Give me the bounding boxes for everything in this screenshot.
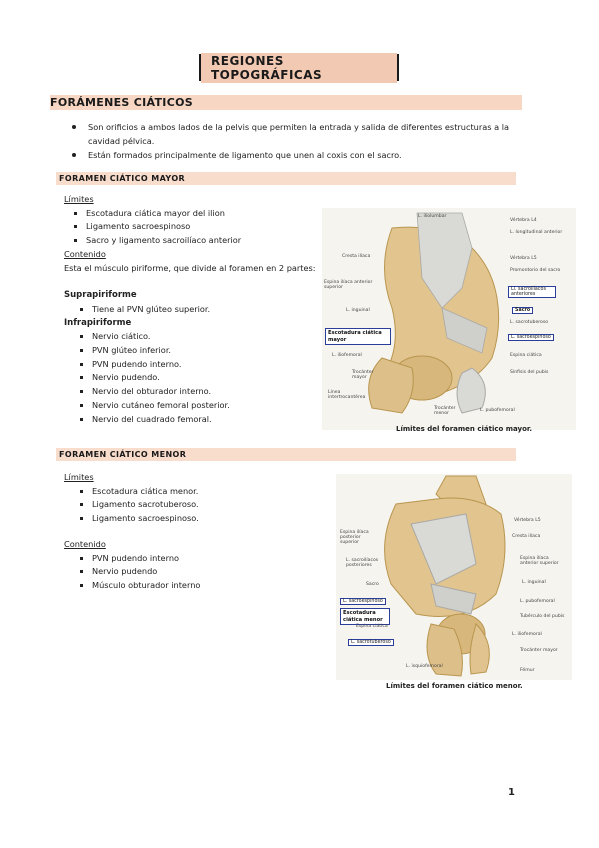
label-sacrotuberoso: L. sacrotuberoso <box>510 320 549 325</box>
label-sacroiliacos-anteriores: Ll. sacroilíacos anteriores <box>508 286 556 298</box>
list-item: Son orificios a ambos lados de la pelvis… <box>72 120 512 148</box>
label-linea-intertrocanterea: Línea intertrocantérea <box>328 390 366 400</box>
label-femur: Fémur <box>520 668 535 673</box>
label-iliofemoral: L. iliofemoral <box>332 353 362 358</box>
infrapiriforme-title: Infrapiriforme <box>64 317 132 328</box>
list-item: Sacro y ligamento sacroilíaco anterior <box>72 234 324 248</box>
pelvis-illustration-menor <box>384 475 506 677</box>
label-promontorio: Promontorio del sacro <box>510 268 561 273</box>
figure-foramen-menor: Espina ilíaca posterior superior L. sacr… <box>336 474 572 680</box>
list-item: Escotadura ciática mayor del ilion <box>72 207 324 221</box>
list-item: Están formados principalmente de ligamen… <box>72 148 512 162</box>
list-item: PVN pudendo interno. <box>78 358 324 372</box>
label-sacro: Sacro <box>512 307 534 314</box>
label-isquiofemoral: L. isquiofemoral <box>406 664 443 669</box>
limites-list: Escotadura ciática menor. Ligamento sacr… <box>78 485 314 526</box>
suprapiriforme-list: Tiene al PVN glúteo superior. <box>78 303 324 317</box>
page-title: REGIONES TOPOGRÁFICAS <box>201 52 397 83</box>
list-item: PVN glúteo inferior. <box>78 344 324 358</box>
list-item: PVN pudendo interno <box>78 552 314 566</box>
label-inguinal: L. inguinal <box>522 580 546 585</box>
contenido-title: Contenido <box>64 248 106 259</box>
subsection-heading-mayor: FORAMEN CIÁTICO MAYOR <box>59 174 186 183</box>
label-sacroespinoso: L. sacroespinoso <box>340 598 386 605</box>
contenido-text: Esta el músculo piriforme, que divide al… <box>64 262 316 273</box>
list-item: Escotadura ciática menor. <box>78 485 314 499</box>
list-item: Nervio cutáneo femoral posterior. <box>78 399 324 413</box>
label-sacroespinoso: L. sacroespinoso <box>508 334 554 341</box>
figure-caption-menor: Límites del foramen ciático menor. <box>386 682 523 690</box>
label-vertebra-l5: Vértebra L5 <box>514 518 541 523</box>
list-item: Ligamento sacrotuberoso. <box>78 498 314 512</box>
list-item: Nervio pudendo. <box>78 371 324 385</box>
label-cresta-iliaca: Cresta ilíaca <box>512 534 541 539</box>
intro-list: Son orificios a ambos lados de la pelvis… <box>72 120 512 162</box>
list-item: Nervio pudendo <box>78 565 314 579</box>
pelvis-illustration-mayor <box>368 212 500 414</box>
label-sacrotuberoso: L. sacrotuberoso <box>348 639 394 646</box>
section-heading-bar: FORÁMENES CIÁTICOS <box>50 95 522 110</box>
label-espina-ciatica: Espina ciática <box>510 353 542 358</box>
label-iliolumbar: L. iliolumbar <box>418 214 447 219</box>
mayor-text-block: Límites Escotadura ciática mayor del ili… <box>64 193 324 426</box>
section-heading: FORÁMENES CIÁTICOS <box>50 96 193 109</box>
label-pubofemoral: L. pubofemoral <box>520 599 555 604</box>
label-espina-posterior: Espina ilíaca posterior superior <box>340 530 369 545</box>
label-escotadura-menor: Escotadura ciática menor <box>340 608 390 625</box>
label-vertebra-l5: Vértebra L5 <box>510 256 537 261</box>
label-espina-iliaca: Espina ilíaca anterior superior <box>324 280 373 290</box>
list-item: Nervio del obturador interno. <box>78 385 324 399</box>
label-cresta-iliaca: Cresta ilíaca <box>342 254 371 259</box>
contenido-list: PVN pudendo interno Nervio pudendo Múscu… <box>78 552 314 593</box>
label-trocanter-mayor: Trocánter mayor <box>520 648 558 653</box>
list-item: Ligamento sacroespinoso. <box>78 512 314 526</box>
figure-caption-mayor: Límites del foramen ciático mayor. <box>396 425 533 433</box>
title-box: REGIONES TOPOGRÁFICAS <box>199 52 399 83</box>
label-espina-ciatica: Espina ciática <box>356 624 388 629</box>
limites-title: Límites <box>64 194 94 204</box>
label-long-anterior: L. longitudinal anterior <box>510 230 563 235</box>
list-item: Ligamento sacroespinoso <box>72 220 324 234</box>
list-item: Nervio del cuadrado femoral. <box>78 413 324 427</box>
label-trocanter-menor: Trocánter menor <box>434 406 456 416</box>
label-sinfisis: Sínfisis del pubis <box>510 370 549 375</box>
list-item: Músculo obturador interno <box>78 579 314 593</box>
label-espina-anterior: Espina ilíaca anterior superior <box>520 556 559 566</box>
limites-list: Escotadura ciática mayor del ilion Ligam… <box>72 207 324 248</box>
list-item: Nervio ciático. <box>78 330 324 344</box>
figure-foramen-mayor: L. iliolumbar Cresta ilíaca Espina ilíac… <box>322 208 576 430</box>
subsection-heading-bar-mayor: FORAMEN CIÁTICO MAYOR <box>56 172 516 185</box>
label-tuberculo-pubis: Tubérculo del pubis <box>520 614 565 619</box>
menor-text-block: Límites Escotadura ciática menor. Ligame… <box>64 471 314 593</box>
list-item: Tiene al PVN glúteo superior. <box>78 303 324 317</box>
infrapiriforme-list: Nervio ciático. PVN glúteo inferior. PVN… <box>78 330 324 426</box>
label-vertebra-l4: Vértebra L4 <box>510 218 537 223</box>
limites-title: Límites <box>64 472 94 482</box>
label-inguinal: L. inguinal <box>346 308 370 313</box>
label-sacroiliacos-posteriores: L. sacroilíacos posteriores <box>346 558 379 568</box>
suprapiriforme-title: Suprapiriforme <box>64 290 137 301</box>
label-pubofemoral: L. pubofemoral <box>480 408 515 413</box>
label-escotadura-mayor: Escotadura ciática mayor <box>325 328 391 345</box>
label-sacro: Sacro <box>366 582 379 587</box>
subsection-heading-bar-menor: FORAMEN CIÁTICO MENOR <box>56 448 516 461</box>
contenido-title: Contenido <box>64 538 106 549</box>
label-iliofemoral: L. iliofemoral <box>512 632 542 637</box>
label-trocanter-mayor: Trocánter mayor <box>352 370 374 380</box>
subsection-heading-menor: FORAMEN CIÁTICO MENOR <box>59 450 187 459</box>
page-number: 1 <box>508 787 515 798</box>
